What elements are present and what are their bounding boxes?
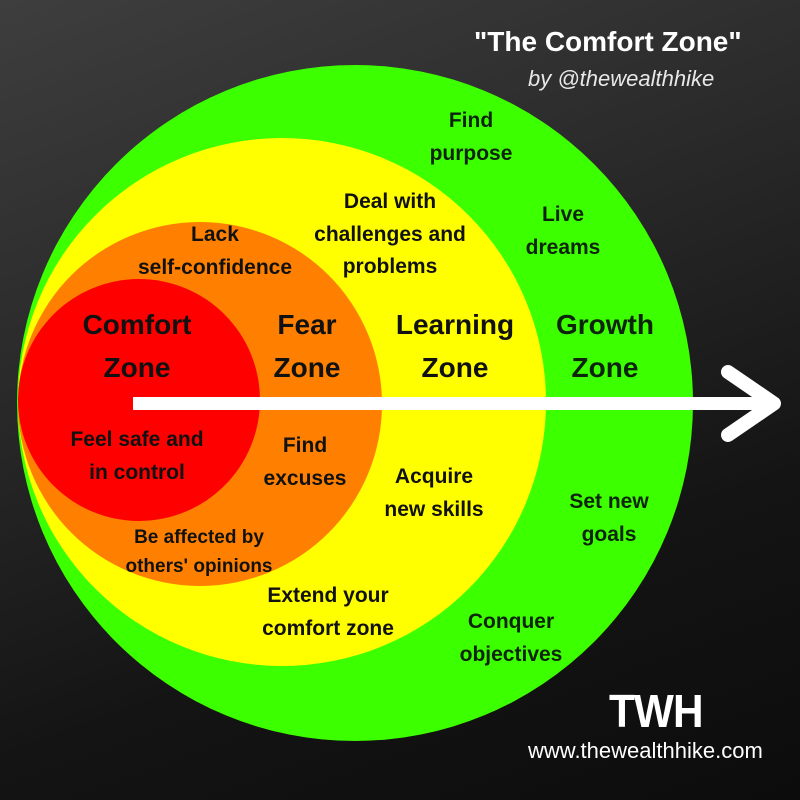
growth-note-objectives: Conquer objectives [459, 610, 563, 666]
diagram-title: "The Comfort Zone" [474, 26, 742, 57]
website-url: www.thewealthhike.com [528, 738, 763, 763]
growth-zone-label: Growth Zone [556, 309, 654, 384]
fear-zone-label: Fear Zone [273, 309, 341, 384]
learning-note-challenges: Deal with challenges and problems [314, 190, 466, 279]
fear-note-lack-confidence: Lack self-confidence [137, 223, 293, 279]
fear-note-others-opinions: Be affected by others' opinions [125, 527, 273, 578]
learning-note-new-skills: Acquire new skills [384, 465, 484, 521]
growth-note-goals: Set new goals [569, 490, 649, 546]
fear-note-find-excuses: Find excuses [263, 434, 347, 490]
learning-note-extend-comfort: Extend your comfort zone [262, 584, 394, 640]
comfort-zone-label: Comfort Zone [82, 309, 192, 384]
comfort-note-feel-safe: Feel safe and in control [70, 428, 204, 484]
growth-note-purpose: Find purpose [429, 109, 513, 165]
learning-zone-label: Learning Zone [395, 309, 515, 384]
twh-logo: TWH [609, 685, 704, 737]
growth-note-dreams: Live dreams [525, 203, 601, 259]
diagram-byline: by @thewealthhike [528, 66, 715, 91]
